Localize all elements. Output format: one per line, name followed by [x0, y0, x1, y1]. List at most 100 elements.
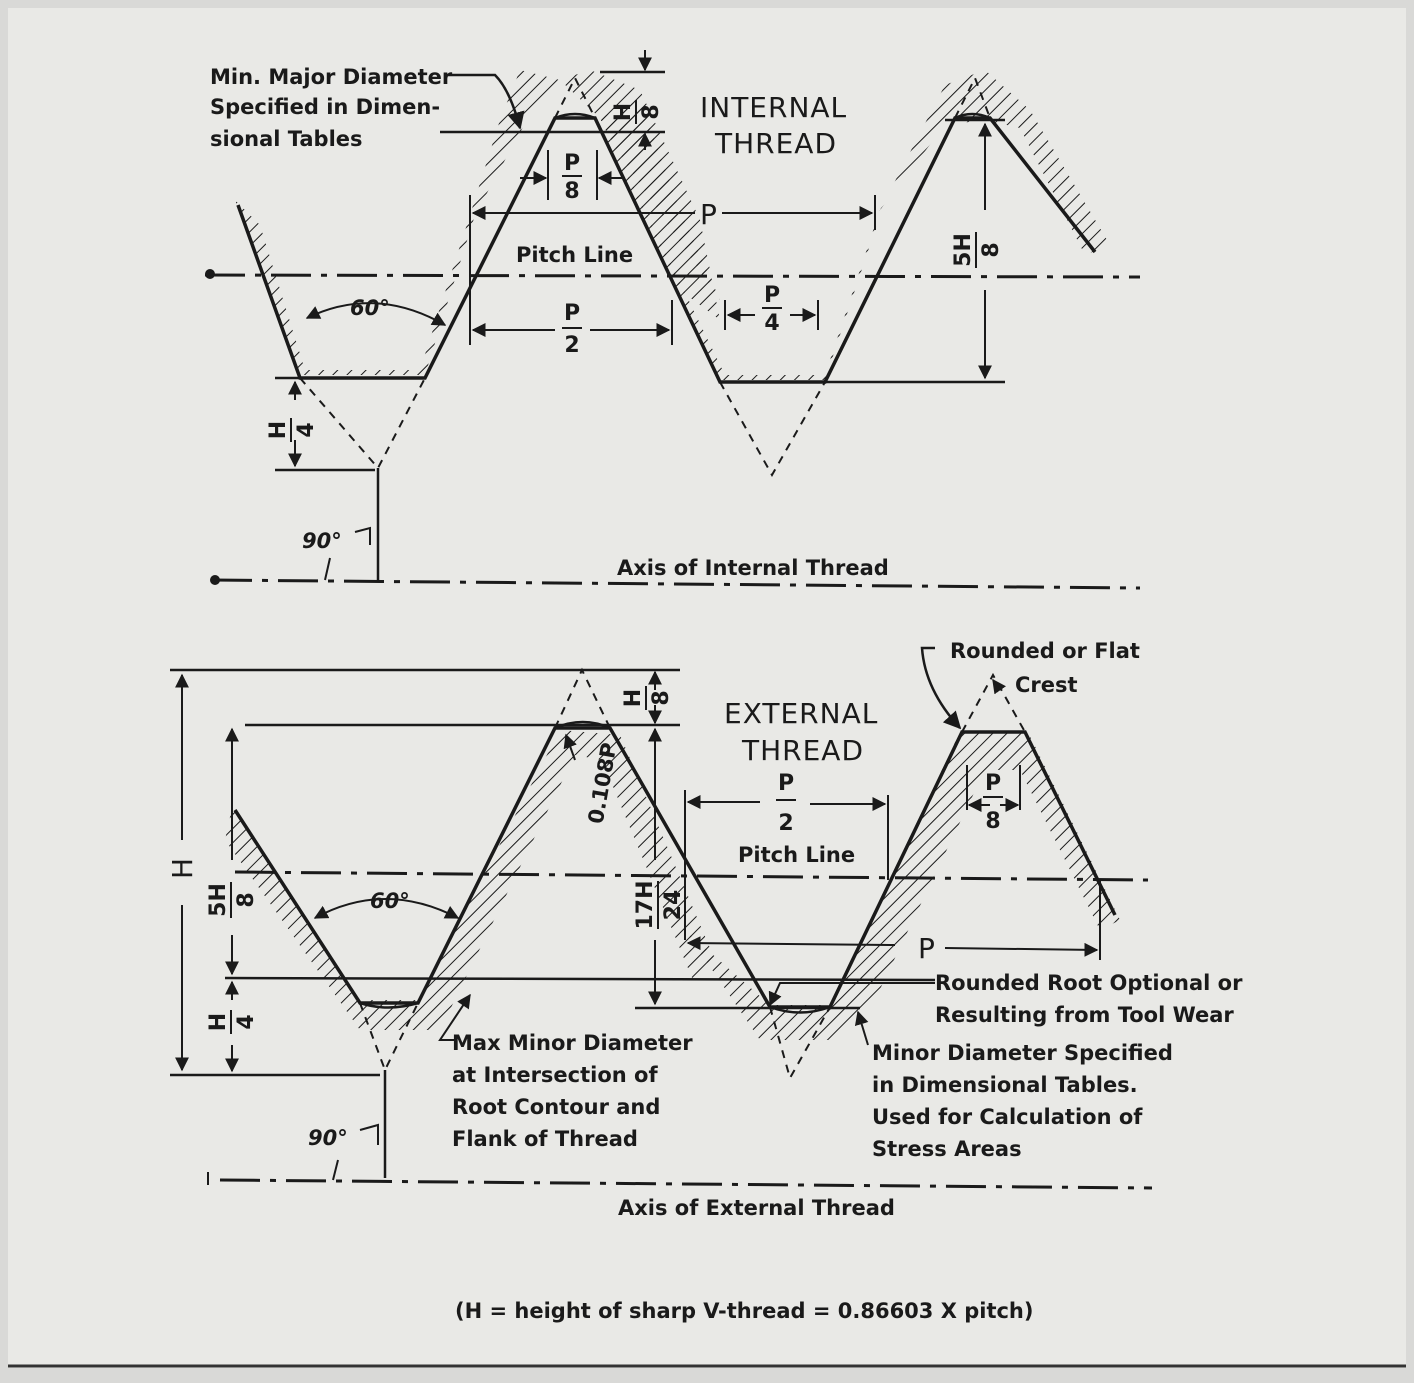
external-frac-5h8: 5H 8	[206, 882, 259, 918]
internal-pitch-line-label: Pitch Line	[516, 243, 633, 267]
frac-denominator: 8	[985, 809, 1000, 834]
internal-axis-label: Axis of Internal Thread	[617, 556, 889, 580]
frac-numerator: H	[266, 421, 291, 439]
frac-numerator: P	[985, 771, 1001, 796]
external-max-minor-leader	[438, 993, 471, 1041]
internal-frac-5h8: 5H 8	[951, 232, 1004, 268]
internal-thread-group	[204, 50, 1141, 590]
external-h-label: H	[166, 857, 199, 879]
external-sharp-root-1	[359, 1002, 419, 1073]
external-angle-90: 90°	[308, 1126, 348, 1150]
external-title-line2: THREAD	[741, 734, 864, 767]
internal-min-major-line3: sional Tables	[210, 127, 363, 151]
external-frac-17h24: 17H 24	[633, 880, 686, 929]
external-sharp-crest-2	[961, 672, 1026, 733]
internal-sharp-v-mid	[719, 381, 826, 478]
external-max-minor-line4: Flank of Thread	[452, 1127, 638, 1151]
internal-frac-p8: P 8	[562, 151, 582, 204]
frac-denominator: 8	[649, 690, 674, 705]
internal-min-major-leader	[445, 73, 525, 130]
frac-denominator: 4	[764, 311, 779, 336]
internal-frac-h8: H 8	[611, 100, 664, 124]
internal-90deg-tick	[324, 557, 331, 581]
internal-hatch-left-flank	[560, 70, 720, 320]
paper-sheet	[8, 8, 1406, 1368]
internal-pitch-line	[204, 273, 1141, 279]
frac-denominator: 4	[294, 422, 319, 437]
frac-denominator: 8	[234, 892, 259, 907]
external-root-arc-1	[359, 1001, 419, 1009]
internal-crest-arc-2	[954, 112, 991, 120]
internal-frac-p4: P 4	[762, 283, 782, 336]
frac-numerator: P	[564, 301, 580, 326]
external-p-label: P	[918, 932, 936, 965]
internal-frac-h4: H 4	[266, 418, 319, 442]
external-hatch-mid	[685, 732, 1120, 1040]
external-frac-p2: P 2	[776, 771, 796, 836]
internal-p-label: P	[700, 198, 718, 231]
external-crest-leader	[920, 646, 962, 730]
internal-hatch-left	[235, 70, 560, 375]
internal-thread-profile	[236, 116, 1097, 384]
frac-numerator: 5H	[206, 883, 231, 917]
external-minor-dia-line2: in Dimensional Tables.	[872, 1073, 1138, 1097]
external-60deg-arc	[313, 898, 460, 919]
external-max-minor-line3: Root Contour and	[452, 1095, 660, 1119]
internal-crest-arc-1	[554, 112, 596, 120]
frac-denominator: 8	[979, 242, 1004, 257]
external-max-minor-line1: Max Minor Diameter	[452, 1031, 693, 1055]
frac-denominator: 8	[564, 179, 579, 204]
external-90deg-tick	[332, 1159, 339, 1181]
external-frac-h8: H 8	[621, 686, 674, 710]
internal-pitch-line-end	[205, 269, 215, 279]
frac-numerator: H	[611, 103, 636, 121]
frac-denominator: 2	[778, 811, 793, 836]
internal-angle-90: 90°	[302, 529, 342, 553]
internal-title-line2: THREAD	[714, 127, 837, 160]
internal-axis-line-end	[210, 575, 220, 585]
external-pitch-line	[234, 870, 1149, 882]
internal-frac-p2: P 2	[562, 301, 582, 358]
internal-min-major-line1: Min. Major Diameter	[210, 65, 453, 89]
external-radius-leader	[563, 733, 577, 761]
internal-angle-60: 60°	[350, 296, 390, 320]
external-angle-60: 60°	[370, 889, 410, 913]
frac-denominator: 4	[234, 1014, 259, 1029]
internal-90deg-mark	[354, 526, 371, 545]
frac-denominator: 24	[661, 890, 686, 921]
internal-60deg-arc	[305, 302, 447, 326]
external-frac-h4: H 4	[206, 1010, 259, 1034]
frac-numerator: P	[564, 151, 580, 176]
internal-min-major-line2: Specified in Dimen-	[210, 95, 440, 119]
external-pitch-line-label: Pitch Line	[738, 843, 855, 867]
external-rounded-root-line2: Resulting from Tool Wear	[935, 1003, 1234, 1027]
internal-title-line1: INTERNAL	[700, 91, 847, 124]
external-90deg-mark	[359, 1123, 379, 1145]
external-max-minor-line2: at Intersection of	[452, 1063, 658, 1087]
internal-hatch-right	[880, 70, 1110, 255]
external-minor-dia-line1: Minor Diameter Specified	[872, 1041, 1173, 1065]
external-minor-dia-line4: Stress Areas	[872, 1137, 1022, 1161]
frac-denominator: 2	[564, 333, 579, 358]
external-axis-label: Axis of External Thread	[618, 1196, 895, 1220]
external-crest-line2: Crest	[1015, 673, 1078, 697]
frac-numerator: P	[778, 771, 794, 796]
external-minor-ref	[224, 976, 936, 982]
external-p-arrow-right	[944, 942, 1099, 957]
external-frac-p8: P 8	[983, 771, 1003, 834]
external-minor-dia-line3: Used for Calculation of	[872, 1105, 1143, 1129]
external-rounded-root-line1: Rounded Root Optional or	[935, 971, 1243, 995]
caption: (H = height of sharp V-thread = 0.86603 …	[455, 1299, 1033, 1323]
external-p-arrow-left	[686, 936, 896, 951]
internal-sharp-v-left	[299, 377, 426, 470]
external-rounded-root-leader	[768, 982, 935, 1007]
frac-numerator: P	[764, 283, 780, 308]
external-crest-leader-2	[992, 678, 1006, 695]
frac-numerator: 17H	[633, 880, 658, 929]
frac-numerator: 5H	[951, 233, 976, 267]
frac-numerator: H	[621, 689, 646, 707]
internal-axis-line	[211, 578, 1141, 590]
external-thread-profile	[233, 726, 1117, 1009]
